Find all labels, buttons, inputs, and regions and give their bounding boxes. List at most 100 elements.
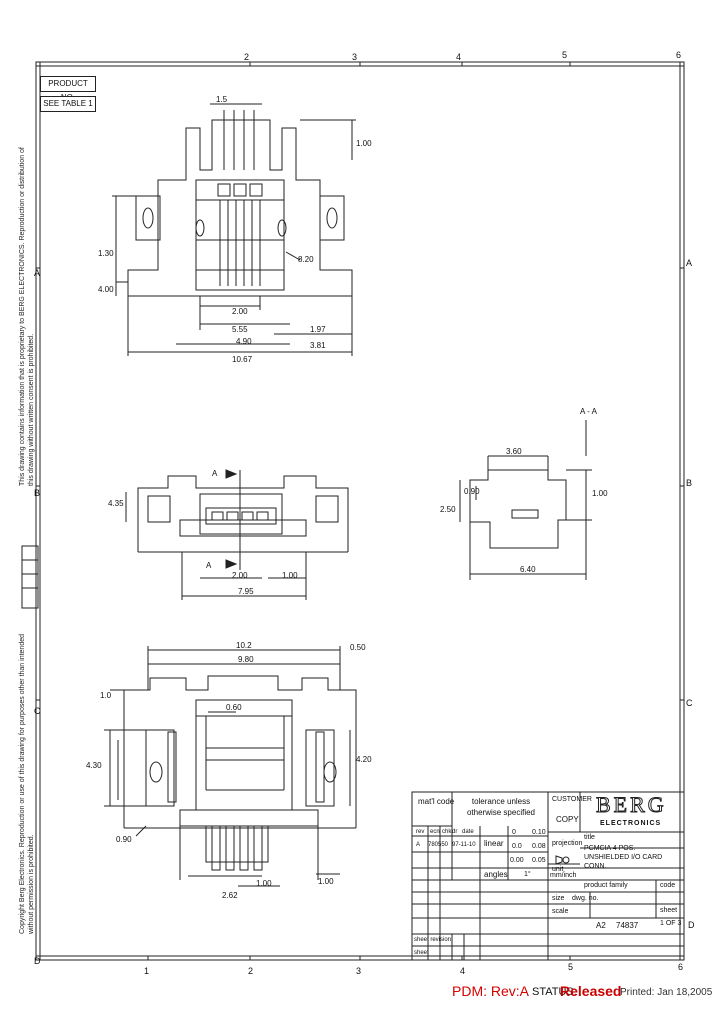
- dim-top-1-97: 1.97: [310, 325, 326, 334]
- zone-left-d: D: [34, 956, 41, 966]
- dim-bottom-0-60: 0.60: [226, 703, 242, 712]
- dim-bottom-9-80: 9.80: [238, 655, 254, 664]
- zone-top-5: 5: [562, 50, 568, 60]
- tb-sheet-value: 1 OF 3: [660, 920, 682, 927]
- dim-bottom-2-62: 2.62: [222, 891, 238, 900]
- zone-bottom-1: 1: [144, 966, 150, 976]
- tb-title-text: PCMCIA 4 POS. UNSHIELDED I/O CARD CONN.: [584, 845, 663, 870]
- projection-symbol: [555, 855, 570, 865]
- zone-bottom-3: 3: [356, 966, 362, 976]
- tb-angles: angles: [484, 870, 508, 879]
- tb-title-label: title: [584, 834, 595, 841]
- tb-unit-value: mm/inch: [550, 872, 577, 879]
- top-view: [112, 103, 356, 356]
- tb-tolerance: tolerance unless otherwise specified: [466, 797, 536, 817]
- dim-top-pitch: 1.5: [216, 95, 228, 104]
- tb-dwg-value: 74837: [616, 921, 639, 930]
- zone-bottom-6: 6: [678, 962, 684, 972]
- dim-top-overall: 10.67: [232, 355, 253, 364]
- tb-copy: COPY: [556, 815, 579, 824]
- dim-bottom-4-20: 4.20: [356, 755, 372, 764]
- dim-front-overall: 7.95: [238, 587, 254, 596]
- drawing-border: [35, 61, 685, 961]
- zone-top-2: 2: [244, 52, 250, 62]
- side-notice-upper: This drawing contains information that i…: [19, 147, 35, 486]
- tb-matl-code: mat'l code: [418, 797, 455, 806]
- tb-tol-ang: 1°: [524, 871, 531, 878]
- status-label: STATUS:: [532, 986, 577, 998]
- zone-left-c: C: [34, 706, 41, 716]
- tb-customer: CUSTOMER: [552, 796, 592, 803]
- side-notice-lower: Copyright Berg Electronics. Reproduction…: [19, 633, 35, 934]
- tb-tol-2: 0.00: [510, 857, 524, 864]
- zone-top-4: 4: [456, 52, 462, 62]
- dim-bottom-1-00: 1.00: [256, 879, 272, 888]
- tb-linear: linear: [484, 839, 504, 848]
- tb-sheet-revision: sheet revision: [414, 937, 452, 943]
- dim-top-3-81: 3.81: [310, 341, 326, 350]
- berg-logo: BERG: [596, 792, 667, 817]
- zone-left-b: B: [34, 488, 41, 498]
- zone-top-3: 3: [352, 52, 358, 62]
- zone-right-c: C: [686, 698, 693, 708]
- zone-top-6: 6: [676, 50, 682, 60]
- tb-rev-ecn: 780550: [428, 842, 449, 848]
- tb-rev-h2: chk: [442, 829, 452, 835]
- tb-projection: projection: [552, 840, 583, 847]
- section-marker-a-top: A: [212, 469, 218, 478]
- dim-side-2-50: 2.50: [440, 505, 456, 514]
- dim-bottom-10-2: 10.2: [236, 641, 252, 650]
- tb-rev-date: 97-11-10: [452, 842, 476, 848]
- front-view: [125, 469, 349, 600]
- tb-rev-h3: dr: [452, 829, 458, 835]
- dim-top-4-90: 4.90: [236, 337, 252, 346]
- tb-unit: unit: [552, 866, 564, 873]
- tb-dwg-no: dwg. no.: [572, 895, 599, 902]
- product-no-box: PRODUCT NO.: [40, 76, 96, 102]
- tb-tol-2v: 0.05: [532, 857, 546, 864]
- tb-rev-h0: rev: [416, 829, 425, 835]
- printed-date: Printed: Jan 18,2005: [620, 987, 713, 998]
- section-title-a-a: A - A: [580, 407, 597, 416]
- tb-tol-0v: 0.10: [532, 829, 546, 836]
- dim-side-3-60: 3.60: [506, 447, 522, 456]
- zone-bottom-2: 2: [248, 966, 254, 976]
- bottom-view: [104, 646, 357, 887]
- tb-tol-0: 0: [512, 829, 516, 836]
- tb-rev-a: A: [416, 842, 421, 848]
- zone-bottom-5: 5: [568, 962, 574, 972]
- berg-logo-subtitle: ELECTRONICS: [600, 820, 662, 827]
- dim-side-0-90: 0.90: [464, 487, 480, 496]
- dim-top-width: 2.00: [232, 307, 248, 316]
- title-block-lines: [411, 791, 685, 961]
- tb-size: size: [552, 895, 565, 902]
- tb-tol-1v: 0.08: [532, 843, 546, 850]
- dim-bottom-1-0: 1.0: [100, 691, 112, 700]
- tb-code: code: [660, 882, 676, 889]
- tb-product-family: product family: [584, 882, 628, 889]
- zone-right-a: A: [686, 258, 693, 268]
- tb-rev-h1: ecn: [430, 829, 440, 835]
- zone-bottom-4: 4: [460, 966, 466, 976]
- tb-tol-1: 0.0: [512, 843, 522, 850]
- dim-side-1-00: 1.00: [592, 489, 608, 498]
- tb-sheet: sheet: [660, 907, 678, 914]
- dim-front-4-35: 4.35: [108, 499, 124, 508]
- dim-top-5-55: 5.55: [232, 325, 248, 334]
- dim-top-4-00: 4.00: [98, 285, 114, 294]
- dim-bottom-0-90: 0.90: [116, 835, 132, 844]
- dim-bottom-4-30: 4.30: [86, 761, 102, 770]
- side-legend: [21, 545, 39, 609]
- dim-top-1-00: 1.00: [356, 139, 372, 148]
- tb-rev-h4: date: [462, 829, 474, 835]
- zone-right-d: D: [688, 920, 695, 930]
- dim-front-1-00: 1.00: [282, 571, 298, 580]
- see-table-box: SEE TABLE 1: [40, 96, 96, 112]
- dim-side-6-40: 6.40: [520, 565, 536, 574]
- dim-bottom-0-50: 0.50: [350, 643, 366, 652]
- section-marker-a-bottom: A: [206, 561, 212, 570]
- dim-bottom-pin: 1.00: [318, 877, 334, 886]
- dim-top-1-30: 1.30: [98, 249, 114, 258]
- dim-front-2-00: 2.00: [232, 571, 248, 580]
